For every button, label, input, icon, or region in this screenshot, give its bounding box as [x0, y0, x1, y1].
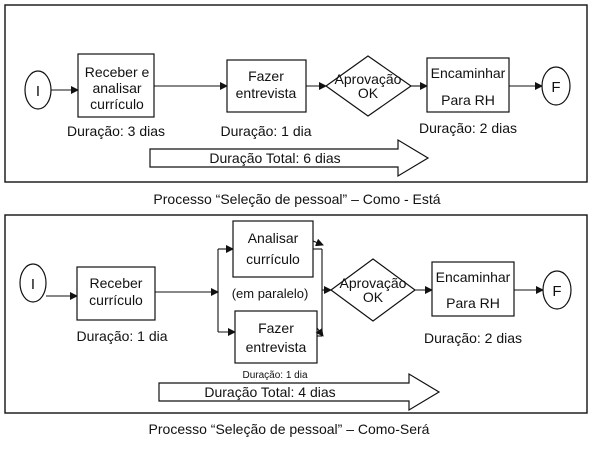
to-be-total-label: Duração Total: 4 dias	[204, 384, 335, 400]
as-is-decision-line2: OK	[358, 85, 379, 101]
as-is-step1-line2: analisar	[92, 80, 141, 96]
to-be-arrow-merge-top	[312, 238, 324, 247]
to-be-step1-line1: Receber	[90, 275, 143, 291]
as-is-duration-1: Duração: 3 dias	[67, 123, 165, 139]
as-is-decision-line1: Aprovação	[335, 71, 402, 87]
as-is-start-label: I	[36, 83, 40, 100]
as-is-step3-line1: Encaminhar	[431, 65, 506, 81]
to-be-step-receber	[76, 266, 156, 321]
as-is-duration-2: Duração: 1 dia	[220, 123, 311, 139]
to-be-start-label: I	[31, 276, 35, 293]
as-is-end-node	[541, 66, 571, 106]
as-is-duration-3: Duração: 2 dias	[419, 120, 517, 136]
as-is-step1-line3: currículo	[90, 96, 144, 112]
as-is-step-receber-analisar	[77, 53, 155, 118]
to-be-caption: Processo “Seleção de pessoal” – Como-Ser…	[149, 421, 430, 437]
to-be-duration-small: Duração: 1 dia	[242, 370, 307, 381]
to-be-stepb-line2: entrevista	[246, 339, 307, 355]
as-is-step-fazer-entrevista	[226, 59, 307, 113]
to-be-end-node	[542, 270, 572, 310]
to-be-step1-line2: currículo	[89, 292, 143, 308]
as-is-frame	[4, 4, 588, 183]
as-is-total-arrow	[149, 138, 430, 178]
as-is-end-label: F	[551, 79, 560, 96]
to-be-parallel-label: (em paralelo)	[232, 286, 309, 301]
to-be-step-fazer-entrevista	[234, 310, 318, 364]
to-be-start-node	[19, 263, 47, 303]
to-be-stepa-line1: Analisar	[248, 230, 299, 246]
to-be-step-encaminhar	[431, 261, 515, 317]
as-is-step2-line1: Fazer	[248, 68, 284, 84]
as-is-decision-aprovacao	[324, 55, 413, 117]
to-be-stepb-line1: Fazer	[258, 320, 294, 336]
to-be-duration-3: Duração: 2 dias	[424, 330, 522, 346]
to-be-decision-line1: Aprovação	[340, 275, 407, 291]
as-is-step-encaminhar	[426, 57, 510, 113]
to-be-total-arrow	[158, 372, 441, 412]
as-is-total-label: Duração Total: 6 dias	[209, 150, 340, 166]
to-be-step3-line2: Para RH	[446, 295, 500, 311]
as-is-step1-line1: Receber e	[85, 64, 150, 80]
to-be-decision-line2: OK	[363, 289, 384, 305]
to-be-step3-line1: Encaminhar	[436, 269, 511, 285]
to-be-end-label: F	[552, 283, 561, 300]
as-is-step2-line2: entrevista	[236, 85, 297, 101]
to-be-arrow-merge-bottom	[315, 327, 324, 337]
to-be-step-analisar	[232, 220, 314, 278]
to-be-duration-1: Duração: 1 dia	[76, 328, 167, 344]
as-is-caption: Processo “Seleção de pessoal” – Como - E…	[153, 191, 440, 207]
to-be-frame	[4, 214, 588, 414]
to-be-decision-aprovacao	[329, 258, 417, 322]
to-be-stepa-line2: currículo	[246, 251, 300, 267]
as-is-step3-line2: Para RH	[441, 92, 495, 108]
